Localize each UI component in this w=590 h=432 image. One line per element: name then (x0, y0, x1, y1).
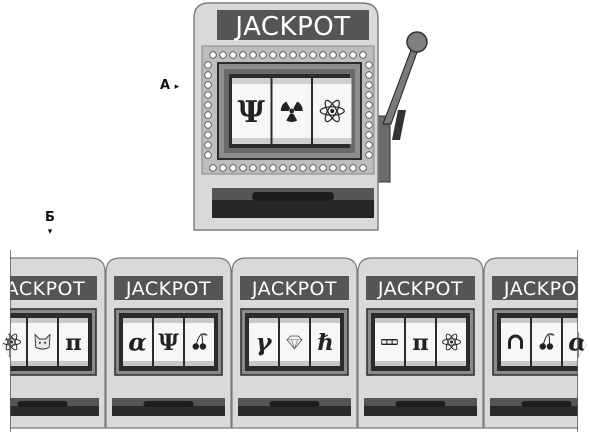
svg-text:α: α (128, 328, 146, 357)
svg-text:Ψ: Ψ (158, 330, 179, 356)
svg-text:π: π (412, 330, 428, 356)
alpha-icon: α (128, 328, 146, 357)
cherry-icon (192, 333, 208, 350)
hbar-icon: ℏ (317, 330, 333, 356)
jackpot-sign-text: JACKPOT (377, 278, 463, 300)
reel (501, 318, 530, 366)
jackpot-sign-text: JACKPOT (125, 278, 211, 300)
label-a-arrow-icon: ▸ (174, 82, 180, 92)
jackpot-sign (492, 276, 587, 300)
bulb-lights (204, 51, 373, 172)
gamma-icon: γ (256, 328, 273, 357)
strip-machine: JACKPOT π (0, 257, 106, 429)
main-slot-machine: JACKPOT Ψ (193, 2, 428, 231)
svg-text:Ψ: Ψ (238, 95, 266, 130)
jackpot-sign (2, 276, 97, 300)
reel (154, 318, 183, 366)
diamond-icon (286, 335, 303, 350)
label-a-text: А (160, 78, 171, 93)
strip-machine: JACKPOT π (357, 257, 484, 429)
jackpot-sign (217, 10, 369, 40)
svg-text:γ: γ (256, 328, 273, 357)
bar-icon (381, 339, 398, 345)
label-b-text: Б (45, 210, 55, 225)
pi-icon: π (65, 330, 81, 356)
jackpot-sign-text: JACKPOT (503, 278, 589, 300)
radiation-icon (280, 101, 303, 122)
jackpot-sign (114, 276, 223, 300)
pi-icon: π (412, 330, 428, 356)
svg-text:π: π (65, 330, 81, 356)
reel (59, 318, 88, 366)
label-b-arrow-icon: ▾ (47, 227, 53, 237)
atom-icon (442, 333, 461, 351)
reel (185, 318, 214, 366)
jackpot-sign (366, 276, 475, 300)
reel (232, 78, 271, 144)
jackpot-sign-text: JACKPOT (233, 12, 350, 42)
cat-icon (34, 333, 51, 350)
psi-icon: Ψ (238, 95, 266, 130)
reel (123, 318, 152, 366)
jackpot-sign-text: JACKPOT (251, 278, 337, 300)
reel (406, 318, 435, 366)
psi-icon: Ψ (158, 330, 179, 356)
jackpot-sign-text: JACKPOT (0, 278, 85, 300)
reel (532, 318, 561, 366)
label-b: Б ▾ (42, 210, 58, 237)
jackpot-sign (240, 276, 349, 300)
label-a: А ▸ (160, 78, 179, 93)
svg-text:ℏ: ℏ (317, 330, 333, 356)
atom-icon (319, 99, 345, 123)
lever-base (377, 115, 391, 183)
cherry-icon (539, 333, 555, 350)
reel (249, 318, 278, 366)
horseshoe-icon (508, 334, 523, 349)
lever-knob-icon (406, 31, 428, 53)
reel (311, 318, 340, 366)
strip-machine: JACKPOT γ ℏ (231, 257, 358, 429)
